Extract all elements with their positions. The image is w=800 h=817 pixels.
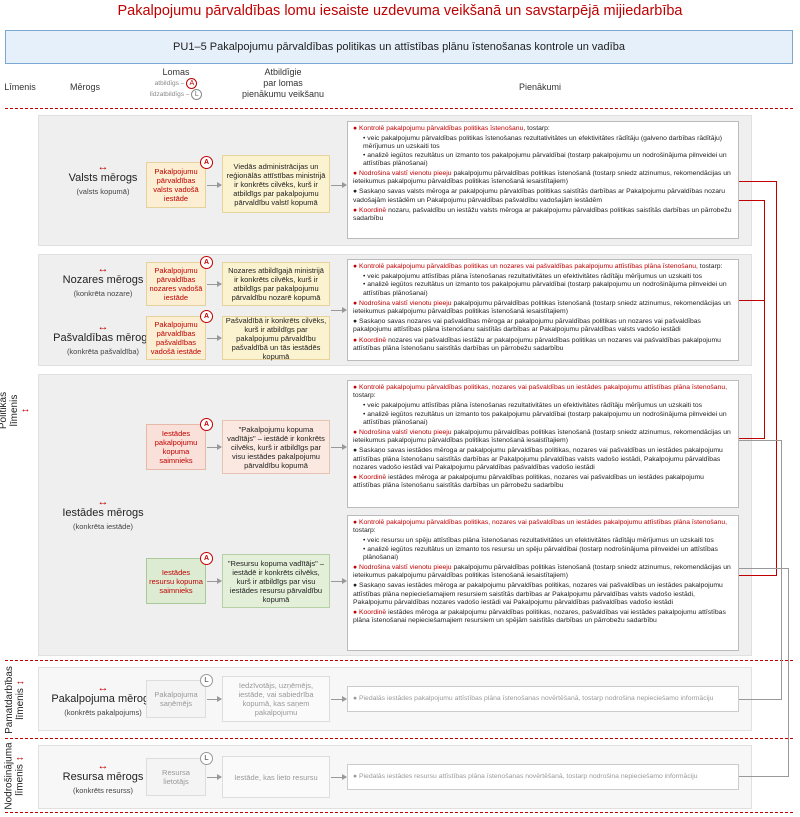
roles-label: Lomas <box>162 67 190 77</box>
horizontal-arrow-icon: ↔ <box>97 682 109 694</box>
roles-l-label: līdzatbildīgs – <box>149 91 190 99</box>
role-service-recipient: Pakalpojuma saņēmējs <box>146 680 206 718</box>
divider <box>5 660 793 661</box>
vertical-arrow-icon: ↕ <box>15 756 27 762</box>
col-header-level: Līmenis <box>4 82 36 92</box>
level-policy: Politikas līmenis ↕ <box>0 360 32 460</box>
connector-arrow-icon <box>207 444 222 450</box>
horizontal-arrow-icon: ↔ <box>97 760 109 772</box>
scope-state: ↔Valsts mērogs(valsts kopumā) <box>48 162 158 198</box>
duties-service: ● Piedalās iestādes pakalpojumu attīstīb… <box>347 686 739 712</box>
l-badge-icon: L <box>191 89 203 100</box>
feedback-line <box>739 300 765 301</box>
l-badge-icon: L <box>200 674 213 687</box>
connector-arrow-icon <box>331 444 347 450</box>
scope-resource: ↔Resursa mērogs(konkrēts resurss) <box>48 761 158 797</box>
col-header-duties: Pienākumi <box>518 82 562 92</box>
col-header-roles: Lomas atbildīgs –A līdzatbildīgs –L <box>145 67 207 100</box>
connector-arrow-icon <box>331 182 347 188</box>
resp-inst-services: "Pakalpojumu kopuma vadītājs" – iestādē … <box>222 420 330 474</box>
connector-arrow-icon <box>331 307 347 313</box>
duties-inst-services: ● Kontrolē pakalpojumu pārvaldības polit… <box>347 380 739 508</box>
info-line <box>739 776 789 777</box>
a-badge-icon: A <box>200 156 213 169</box>
duties-inst-resources: ● Kontrolē pakalpojumu pārvaldības polit… <box>347 515 739 651</box>
info-line <box>739 568 789 569</box>
feedback-line <box>739 181 777 182</box>
horizontal-arrow-icon: ↔ <box>97 496 109 508</box>
connector-arrow-icon <box>331 696 347 702</box>
feedback-line <box>739 200 765 201</box>
connector-arrow-icon <box>207 774 222 780</box>
divider <box>5 108 793 109</box>
resp-resource: Iestāde, kas lieto resursu <box>222 756 330 798</box>
role-state: Pakalpojumu pārvaldības valsts vadošā ie… <box>146 162 206 208</box>
scope-sector: ↔Nozares mērogs(konkrēta nozare) <box>48 264 158 300</box>
connector-arrow-icon <box>207 281 222 287</box>
info-line <box>739 440 781 441</box>
divider <box>5 738 793 739</box>
vertical-arrow-icon: ↕ <box>20 407 32 413</box>
resp-state: Viedās administrācijas un reģionālās att… <box>222 155 330 213</box>
role-sector: Pakalpojumu pārvaldības nozares vadošā i… <box>146 262 206 306</box>
feedback-line <box>739 575 777 576</box>
resp-sector: Nozares atbildīgajā ministrijā ir konkrē… <box>222 262 330 306</box>
a-badge-icon: A <box>200 256 213 269</box>
a-badge-icon: A <box>200 418 213 431</box>
feedback-line <box>764 200 765 438</box>
level-supply-label: Nodrošinājuma līmenis <box>4 742 27 810</box>
diagram-title: Pakalpojumu pārvaldības lomu iesaiste uz… <box>117 3 683 19</box>
a-badge-icon: A <box>200 552 213 565</box>
resp-muni: Pašvaldībā ir konkrēts cilvēks, kurš ir … <box>222 316 330 361</box>
a-badge-icon: A <box>186 78 198 89</box>
role-inst-services: Iestādes pakalpojumu kopuma saimnieks <box>146 424 206 470</box>
divider <box>5 812 793 813</box>
feedback-line <box>776 181 777 575</box>
duties-resource: ● Piedalās iestādes resursu attīstības p… <box>347 764 739 790</box>
horizontal-arrow-icon: ↔ <box>97 263 109 275</box>
duties-state: ● Kontrolē pakalpojumu pārvaldības polit… <box>347 121 739 239</box>
role-inst-resources: Iestādes resursu kopuma saimnieks <box>146 558 206 604</box>
connector-arrow-icon <box>331 578 347 584</box>
connector-arrow-icon <box>207 696 222 702</box>
connector-arrow-icon <box>331 774 347 780</box>
feedback-line <box>739 438 765 439</box>
role-resource-user: Resursa lietotājs <box>146 758 206 796</box>
l-badge-icon: L <box>200 752 213 765</box>
connector-arrow-icon <box>207 335 222 341</box>
col-header-scope: Mērogs <box>69 82 100 92</box>
level-core-label: Pamatdarbības līmenis <box>4 666 27 734</box>
scope-muni: ↔Pašvaldības mērogs(konkrēta pašvaldība) <box>48 322 158 358</box>
level-core: Pamatdarbības līmenis ↕ <box>0 665 30 735</box>
level-supply: Nodrošinājuma līmenis ↕ <box>0 742 30 810</box>
duties-sector-muni: ● Kontrolē pakalpojumu pārvaldības polit… <box>347 259 739 361</box>
scope-institution: ↔Iestādes mērogs(konkrēta iestāde) <box>48 497 158 533</box>
resp-inst-resources: "Resursu kopuma vadītājs" – iestādē ir k… <box>222 554 330 608</box>
scope-service: ↔Pakalpojuma mērogs(konkrēts pakalpojums… <box>48 683 158 719</box>
connector-arrow-icon <box>207 578 222 584</box>
horizontal-arrow-icon: ↔ <box>97 161 109 173</box>
resp-service: Iedzīvotājs, uzņēmējs, iestāde, vai sabi… <box>222 676 330 722</box>
roles-a-label: atbildīgs – <box>154 80 185 88</box>
info-line <box>781 440 782 699</box>
info-line <box>739 699 782 700</box>
col-header-resp: Atbildīgie par lomas pienākumu veikšanu <box>241 67 325 99</box>
vertical-arrow-icon: ↕ <box>15 680 27 686</box>
connector-arrow-icon <box>207 182 222 188</box>
info-line <box>788 568 789 776</box>
role-muni: Pakalpojumu pārvaldības pašvaldības vado… <box>146 316 206 360</box>
horizontal-arrow-icon: ↔ <box>97 321 109 333</box>
level-policy-label: Politikas līmenis <box>0 391 21 429</box>
a-badge-icon: A <box>200 310 213 323</box>
process-banner: PU1–5 Pakalpojumu pārvaldības politikas … <box>5 30 793 64</box>
